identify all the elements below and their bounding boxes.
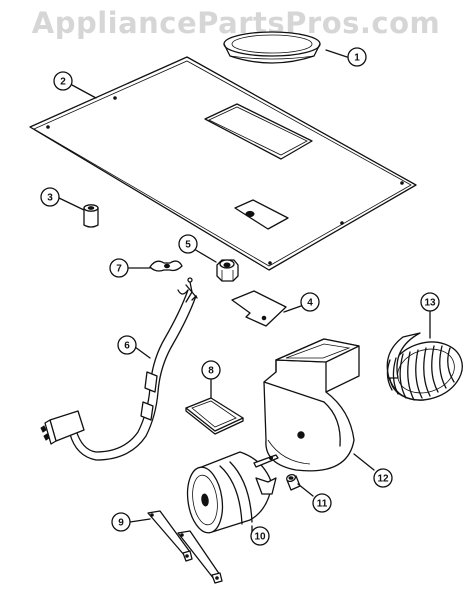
svg-text:12: 12: [377, 474, 389, 485]
svg-text:5: 5: [185, 240, 191, 251]
callout-9: 9: [111, 512, 131, 532]
svg-text:7: 7: [116, 264, 122, 275]
callout-12: 12: [373, 468, 393, 488]
callout-13: 13: [420, 292, 440, 312]
svg-text:2: 2: [60, 77, 66, 88]
svg-text:10: 10: [254, 532, 266, 543]
svg-text:1: 1: [354, 53, 360, 64]
part-4-bracket[interactable]: [231, 290, 287, 327]
watermark-text: AppliancePartsPros.com: [31, 6, 441, 40]
callout-3: 3: [40, 187, 60, 207]
callout-1: 1: [347, 47, 367, 67]
callout-10: 10: [250, 526, 270, 546]
callout-5: 5: [178, 234, 198, 254]
part-10-motor[interactable]: [184, 451, 279, 535]
part-12-blower-housing[interactable]: [263, 338, 360, 472]
part-9-brackets[interactable]: [147, 510, 223, 584]
callout-2: 2: [53, 71, 73, 91]
part-8-pad[interactable]: [185, 397, 244, 435]
svg-text:4: 4: [307, 298, 313, 309]
svg-text:8: 8: [208, 366, 214, 377]
callout-6: 6: [117, 335, 137, 355]
part-13-blower-wheel[interactable]: [382, 332, 470, 409]
callout-7: 7: [109, 258, 129, 278]
svg-text:11: 11: [317, 499, 328, 510]
part-2-plate[interactable]: [29, 56, 417, 271]
part-6-power-cord[interactable]: [40, 277, 198, 461]
callout-4: 4: [300, 292, 320, 312]
svg-text:9: 9: [118, 518, 124, 529]
part-3-spacer[interactable]: [83, 204, 99, 228]
part-7-wing-nut[interactable]: [149, 260, 183, 272]
part-1-ring[interactable]: [223, 31, 321, 64]
part-5-fitting[interactable]: [216, 259, 239, 282]
part-11-bushing[interactable]: [285, 473, 301, 491]
svg-text:3: 3: [47, 193, 53, 204]
svg-text:6: 6: [124, 341, 130, 352]
svg-text:13: 13: [424, 298, 436, 309]
callout-8: 8: [201, 360, 221, 380]
callout-11: 11: [312, 493, 332, 513]
